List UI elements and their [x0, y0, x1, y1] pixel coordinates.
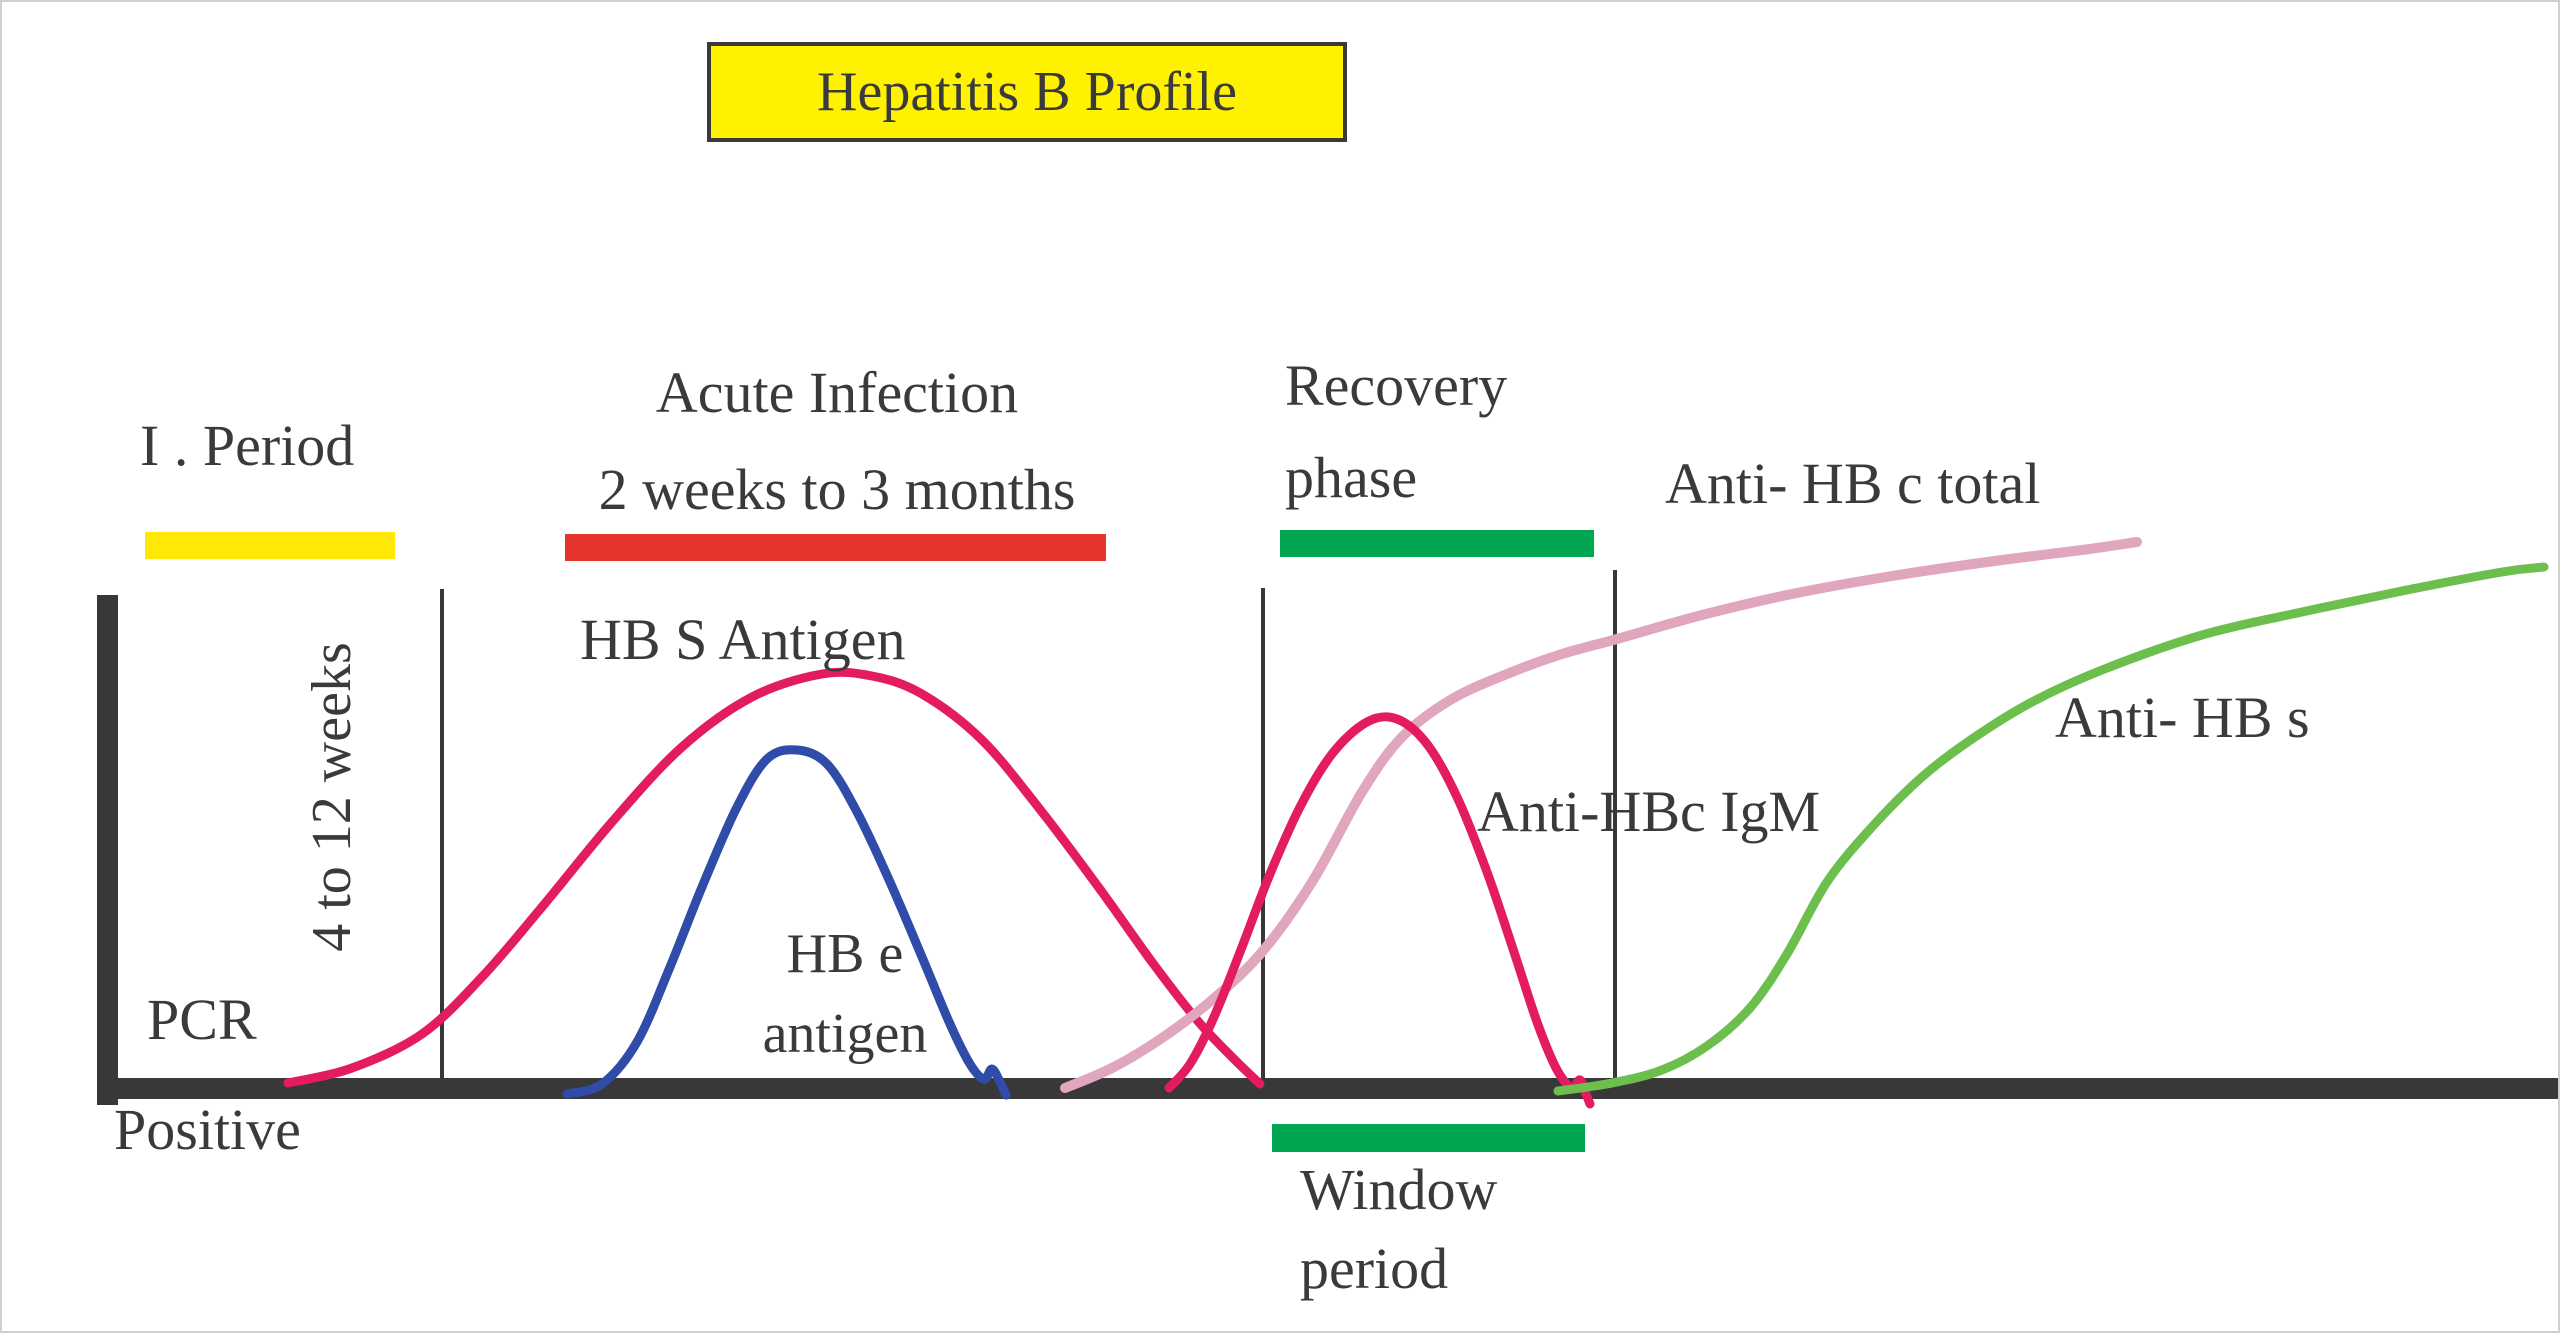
title-box: Hepatitis B Profile [707, 42, 1347, 142]
anti-hbs-label: Anti- HB s [2055, 685, 2310, 750]
hbeag-label-line1: HB e [786, 923, 904, 985]
window-period-label-line2: period [1300, 1236, 1449, 1301]
recovery-phase-label: Recovery phase [1285, 340, 1507, 524]
pcr-label: PCR [147, 987, 257, 1052]
curve-anti-hb-s [1553, 562, 2549, 1096]
acute-infection-label-line2: 2 weeks to 3 months [598, 457, 1076, 522]
curve-anti-hbc-igm [1164, 712, 1595, 1109]
hbeag-label-line2: antigen [762, 1003, 928, 1065]
incubation-duration-label: 4 to 12 weeks [301, 642, 363, 952]
window-period-bar [1272, 1124, 1585, 1152]
y-axis [97, 595, 118, 1105]
curve-hb-e-antigen [562, 745, 1011, 1100]
acute-infection-label: Acute Infection 2 weeks to 3 months [547, 344, 1127, 538]
recovery-phase-bar [1280, 530, 1594, 557]
curve-anti-hb-c-total [1060, 537, 2142, 1093]
incubation-period-bar [145, 532, 395, 559]
window-period-label: Window period [1300, 1150, 1497, 1308]
hbeag-label: HB e antigen [725, 914, 965, 1074]
acute-infection-label-line1: Acute Infection [655, 360, 1019, 425]
acute-infection-bar [565, 534, 1106, 561]
anti-hbc-igm-label: Anti-HBc IgM [1477, 779, 1821, 844]
x-axis [97, 1078, 2558, 1099]
curve-hb-s-antigen [283, 667, 1265, 1089]
anti-hbc-total-label: Anti- HB c total [1665, 451, 2041, 516]
window-period-label-line1: Window [1300, 1157, 1498, 1222]
recovery-phase-label-line1: Recovery [1285, 353, 1508, 418]
pcr-positive-label: Positive [114, 1097, 301, 1162]
hbsag-label: HB S Antigen [580, 607, 906, 672]
recovery-phase-label-line2: phase [1285, 445, 1418, 510]
page-title: Hepatitis B Profile [817, 61, 1237, 123]
incubation-period-label: I . Period [140, 413, 355, 478]
